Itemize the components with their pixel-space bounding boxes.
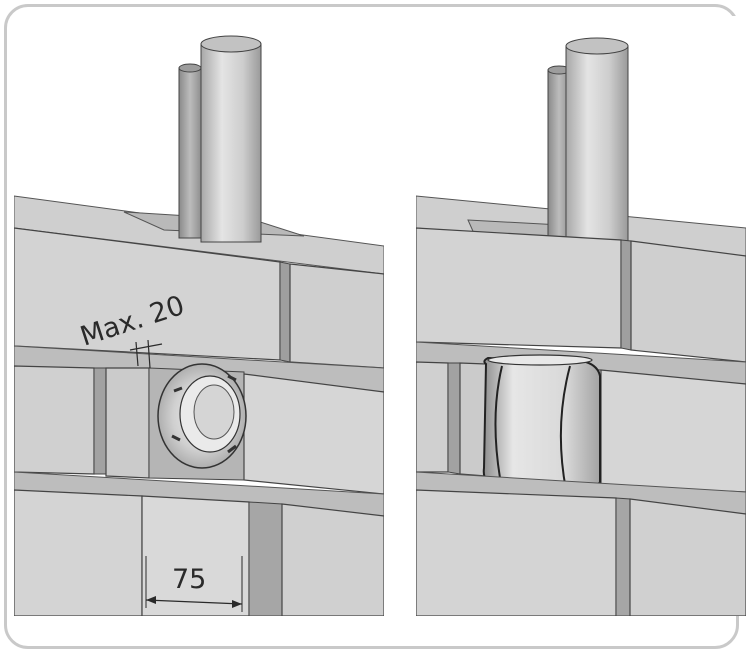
brick-course3-a	[416, 489, 617, 616]
brick-course2-c	[600, 369, 746, 493]
brick-course1-b	[289, 263, 384, 369]
left-wall-illustration: Max. 20 75	[14, 35, 384, 616]
brick-course3-a	[14, 489, 143, 616]
max-dimension-line	[129, 343, 163, 351]
brick-course1-b	[630, 240, 746, 363]
brick-course3-b	[629, 498, 746, 616]
left-illustration-panel: Max. 20 75	[14, 16, 384, 616]
front-pipe	[565, 45, 629, 243]
brick-course3-c	[281, 503, 384, 616]
brick-course2-c	[243, 373, 384, 495]
front-pipe	[200, 43, 262, 243]
rear-pipe	[178, 67, 202, 239]
outlet-cover-plate	[482, 356, 601, 496]
right-illustration-panel	[416, 16, 746, 616]
brick-course3-b	[141, 495, 250, 616]
brick-course2-a	[416, 361, 449, 473]
brick-course2-a	[14, 365, 95, 475]
width-dimension-line	[145, 599, 243, 605]
width-dimension-label: 75	[172, 564, 206, 595]
brick-course1-a	[416, 227, 622, 349]
right-wall-illustration	[416, 37, 746, 616]
brick-course2-b	[105, 367, 150, 479]
